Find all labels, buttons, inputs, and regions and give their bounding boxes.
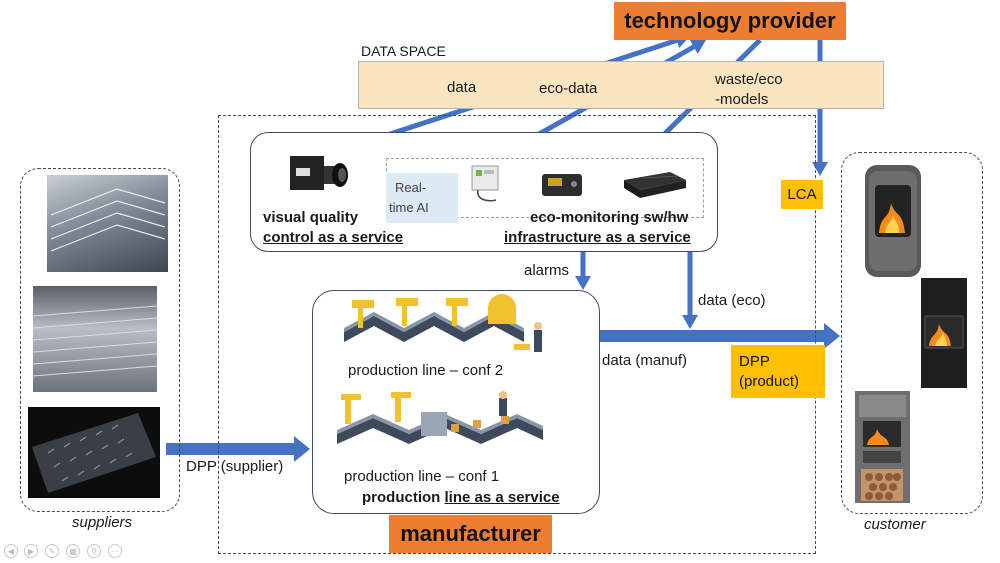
data-eco-label: data (eco) (698, 292, 766, 309)
technology-provider-box: technology provider (614, 2, 846, 40)
data-manuf-label: data (manuf) (602, 352, 688, 369)
slides-icon[interactable]: ▦ (66, 544, 80, 558)
camera-icon (288, 152, 350, 198)
stove-icon (851, 389, 914, 505)
manufacturer-area (218, 115, 816, 554)
suppliers-label: suppliers (72, 514, 133, 531)
customer-area (841, 152, 983, 514)
stove-icon (917, 276, 971, 390)
gateway-device-icon (538, 168, 588, 200)
pen-icon[interactable]: ✎ (45, 544, 59, 558)
production-service-label-b: line as a service (444, 489, 560, 506)
eco-monitoring-label-1: eco-monitoring sw/hw (530, 209, 689, 226)
dpp-supplier-label: DPP (supplier) (186, 458, 284, 475)
arrow-alarms-head (575, 276, 591, 290)
arrow-provider-to-lca-head (812, 162, 828, 176)
waste-eco-label-2: -models (715, 91, 769, 108)
dpp-product-label-2: (product) (739, 373, 800, 390)
manufacturer-box: manufacturer (389, 515, 552, 553)
steel-sheet-icon (47, 175, 168, 272)
real-time-ai-label-2: time AI (389, 200, 429, 215)
edge-computer-icon (620, 168, 690, 202)
technology-provider-label: technology provider (624, 8, 836, 33)
data-arrow-label: data (447, 79, 477, 96)
production-conf1-label: production line – conf 1 (344, 468, 500, 485)
sensor-device-icon (466, 162, 506, 204)
next-icon[interactable]: ▶ (24, 544, 38, 558)
arrow-data-eco-head (682, 315, 698, 329)
suppliers-area (20, 168, 180, 512)
dpp-product-box: DPP (product) (731, 345, 825, 398)
arrow-supplier-to-production-head (294, 436, 310, 462)
lca-box: LCA (781, 180, 823, 209)
previous-icon[interactable]: ◀ (4, 544, 18, 558)
arrow-manufacturer-to-customer-head (824, 323, 840, 349)
steel-sheet-icon (28, 407, 160, 498)
production-service-label-a: production (362, 489, 445, 506)
alarms-label: alarms (524, 262, 570, 279)
real-time-ai-label-1: Real- (395, 180, 427, 195)
waste-eco-label-1: waste/eco (715, 71, 783, 88)
dpp-product-label-1: DPP (739, 353, 770, 370)
real-time-ai-box (386, 173, 458, 223)
zoom-icon[interactable]: ⚲ (87, 544, 101, 558)
stove-icon (859, 163, 929, 281)
data-space-label: DATA SPACE (361, 43, 446, 59)
steel-sheet-icon (33, 286, 157, 392)
production-line-icon (338, 294, 548, 360)
production-line-icon (333, 390, 548, 460)
customer-label: customer (864, 516, 926, 533)
visual-quality-label-1: visual quality (263, 209, 359, 226)
production-service-label: production line as a service (362, 489, 560, 506)
data-space-box (358, 61, 884, 109)
lca-label: LCA (787, 186, 817, 203)
visual-quality-label-2: control as a service (263, 229, 404, 246)
eco-data-arrow-label: eco-data (539, 80, 598, 97)
more-icon[interactable]: ⋯ (108, 544, 122, 558)
production-conf2-label: production line – conf 2 (348, 362, 504, 379)
arrow-eco-data-to-provider-head (689, 39, 706, 54)
eco-monitoring-label-2: infrastructure as a service (504, 229, 691, 246)
manufacturer-label: manufacturer (400, 521, 541, 546)
